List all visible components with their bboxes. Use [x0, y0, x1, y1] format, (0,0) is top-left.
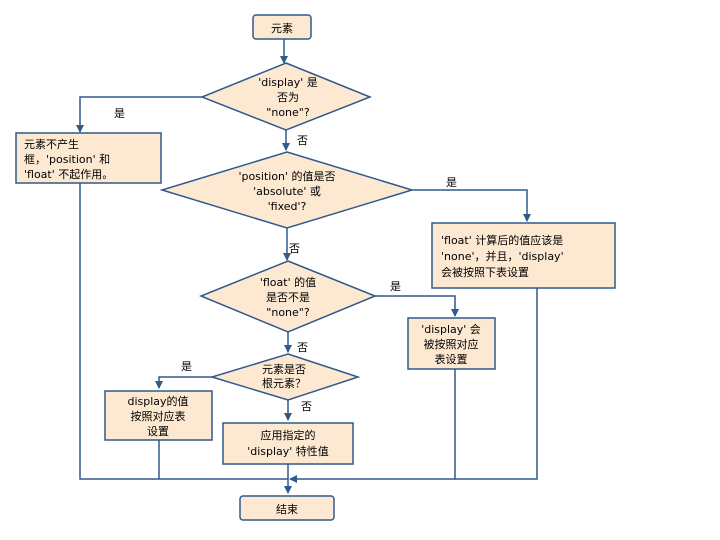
node-apply-line-1: 应用指定的 — [261, 428, 316, 442]
node-root-line-2: 根元素？ — [262, 376, 306, 390]
edge-label-no-4: 否 — [301, 400, 312, 413]
node-float-none: 'float' 计算后的值应该是 'none'，并且，'display' 会被按… — [431, 222, 616, 289]
node-position-line-2: 'absolute' 或 — [253, 185, 321, 198]
edge-label-yes-1: 是 — [114, 107, 125, 120]
edge-labels: 是 否 是 否 是 否 是 否 — [114, 107, 457, 413]
node-nobox-line-1: 元素不产生 — [24, 137, 79, 151]
node-apply-display: 应用指定的 'display' 特性值 — [222, 422, 354, 465]
node-end: 结束 — [239, 495, 335, 521]
node-nobox-line-2: 框，'position' 和 — [24, 153, 110, 166]
node-floatnone-line-1: 'float' 计算后的值应该是 — [441, 233, 563, 247]
node-table1-line-2: 被按照对应 — [424, 337, 479, 351]
node-table2-line-1: display的值 — [127, 394, 188, 408]
node-no-box: 元素不产生 框，'position' 和 'float' 不起作用。 — [15, 132, 162, 184]
node-display-table-2: display的值 按照对应表 设置 — [104, 390, 213, 441]
edge-label-yes-4: 是 — [181, 360, 192, 373]
node-float-line-2: 是否不是 — [266, 291, 310, 304]
node-display-line-3: "none"? — [266, 106, 310, 119]
node-table1-line-3: 表设置 — [435, 352, 468, 366]
node-float-line-1: 'float' 的值 — [260, 275, 316, 289]
edge-floatnone-down — [455, 288, 538, 480]
node-display-line-2: 否为 — [277, 91, 299, 104]
edge-position-yes — [412, 189, 531, 222]
node-float-line-3: "none"? — [266, 306, 310, 319]
node-root-line-1: 元素是否 — [262, 363, 306, 376]
node-apply-line-2: 'display' 特性值 — [247, 444, 329, 458]
node-start-line-1: 元素 — [271, 22, 293, 35]
connectors — [76, 39, 538, 494]
node-root-decision: 元素是否 根元素？ — [209, 353, 361, 401]
node-table2-line-3: 设置 — [147, 425, 169, 438]
edge-label-yes-2: 是 — [446, 176, 457, 189]
node-table2-line-2: 按照对应表 — [131, 409, 186, 423]
node-position-line-3: 'fixed'? — [268, 200, 307, 213]
edge-label-no-2: 否 — [289, 242, 300, 255]
node-float-decision: 'float' 的值 是否不是 "none"? — [199, 260, 377, 333]
node-display-line-1: 'display' 是 — [258, 76, 318, 89]
node-display-decision: 'display' 是 否为 "none"? — [199, 62, 373, 131]
edge-nobox-down — [79, 183, 288, 480]
edge-label-no-3: 否 — [297, 341, 308, 354]
node-end-line-1: 结束 — [276, 503, 298, 516]
node-position-line-1: 'position' 的值是否 — [238, 169, 335, 183]
edge-root-yes — [155, 376, 212, 389]
edge-float-yes — [375, 295, 459, 317]
node-floatnone-line-2: 'none'，并且，'display' — [441, 249, 564, 263]
node-position-decision: 'position' 的值是否 'absolute' 或 'fixed'? — [159, 151, 415, 229]
node-start: 元素 — [252, 14, 312, 40]
edge-label-no-1: 否 — [297, 134, 308, 147]
node-nobox-line-3: 'float' 不起作用。 — [24, 168, 113, 181]
edge-display-yes — [76, 96, 202, 133]
node-floatnone-line-3: 会被按照下表设置 — [441, 265, 529, 279]
node-table1-line-1: 'display' 会 — [421, 323, 481, 336]
edge-label-yes-3: 是 — [390, 280, 401, 293]
node-display-table-1: 'display' 会 被按照对应 表设置 — [407, 317, 496, 370]
